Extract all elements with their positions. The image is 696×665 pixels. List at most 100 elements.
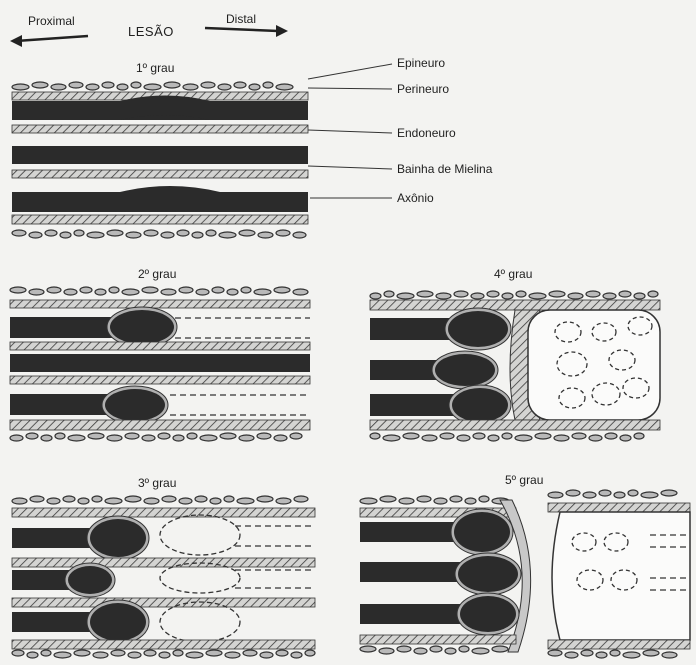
epineurium-cell (239, 230, 255, 236)
epineurium-cell (384, 291, 394, 297)
epineurium-cell (26, 433, 38, 439)
epineurium-cell (572, 433, 586, 439)
epineurium-cell (30, 496, 44, 502)
epineurium-cell (370, 293, 381, 299)
epineurium-cell (107, 230, 123, 236)
epineurium-cell (643, 650, 659, 656)
epineurium-cell (634, 293, 645, 299)
axon (10, 354, 310, 372)
epineurium-cell (173, 435, 184, 441)
epineurium-cell (459, 646, 469, 652)
grade5-panel (360, 490, 690, 658)
grade2-title: 2º grau (138, 267, 176, 281)
epineurium-cell (69, 82, 83, 88)
epineurium-cell (87, 232, 104, 238)
axon-bulb (90, 603, 146, 641)
epineurium-cell (27, 652, 38, 658)
epineurium-cell (399, 498, 414, 504)
epineurium-cell (45, 230, 57, 236)
epineurium-cell (122, 289, 139, 295)
epineurium-cell (450, 496, 462, 502)
epineurium-cell (257, 433, 271, 439)
epineurium-cell (294, 496, 308, 502)
epineurium-cell (92, 496, 102, 502)
epineurium-cell (529, 293, 546, 299)
epineurium-cell (628, 490, 638, 496)
perineurium-band (12, 170, 308, 178)
epineurium-cell (417, 291, 433, 297)
distal-label: Distal (226, 12, 256, 26)
epineurium-cell (487, 291, 499, 297)
epineurium-cell (218, 84, 231, 90)
perineurium-band (10, 376, 310, 384)
leader-myelin (308, 166, 392, 169)
epineurium-cell (440, 433, 454, 439)
epineurium-cell (29, 289, 44, 295)
epineurium-cell (164, 82, 180, 88)
epineurium-cell (201, 82, 215, 88)
epineurium-cell (10, 435, 23, 441)
epineurium-cell (634, 433, 644, 439)
epineurium-cell (161, 232, 174, 238)
epineurium-cell (492, 646, 508, 652)
axon (12, 146, 308, 164)
epineurium-cell (291, 652, 302, 658)
grade3-title: 3º grau (138, 476, 176, 490)
epineurium-cell (95, 289, 106, 295)
epineurium-cell (144, 650, 156, 656)
epineurium-cell (173, 650, 183, 656)
epineurium-cell (549, 291, 565, 297)
epineurium-cell (86, 84, 99, 90)
epineurium-cell (47, 287, 61, 293)
epineurium-cell (473, 433, 485, 439)
epineurium-cell (102, 82, 114, 88)
epineurium-cell (454, 291, 468, 297)
epineurium-cell (241, 287, 251, 293)
epineurium-cell (479, 496, 489, 502)
epineurium-cell (403, 433, 419, 439)
epineurium-label: Epineuro (397, 56, 445, 70)
epineurium-cell (111, 650, 125, 656)
endoneurium-label: Endoneuro (397, 126, 456, 140)
epineurium-cell (206, 230, 216, 236)
epineurium-cell (158, 433, 170, 439)
axon-bulb (105, 389, 165, 421)
perineurium-band (360, 635, 516, 644)
epineurium-cell (603, 293, 616, 299)
epineurium-cell (380, 496, 396, 502)
epineurium-cell (548, 650, 562, 656)
epineurium-cell (488, 435, 499, 441)
degenerated-axon-bulb (160, 602, 240, 642)
epineurium-cell (239, 435, 254, 441)
perineurium-band (548, 640, 690, 649)
perineurium-band (12, 640, 315, 649)
epineurium-cell (434, 498, 447, 504)
epineurium-cell (583, 492, 596, 498)
epineurium-cell (360, 498, 377, 504)
epineurium-cell (93, 652, 108, 658)
epineurium-cell (117, 84, 128, 90)
epineurium-cell (417, 496, 431, 502)
epineurium-cell (257, 496, 273, 502)
epineurium-cell (293, 232, 306, 238)
grade4-title: 4º grau (494, 267, 532, 281)
epineurium-cell (206, 650, 222, 656)
perineurium-band (10, 420, 310, 430)
epineurium-cell (227, 289, 238, 295)
epineurium-cell (305, 650, 315, 656)
epineurium-cell (623, 652, 640, 658)
grade3-panel (12, 496, 315, 658)
epineurium-cell (274, 435, 287, 441)
axon-bulb (452, 388, 508, 422)
epineurium-cell (234, 82, 246, 88)
proximal-arrow (10, 35, 88, 47)
epineurium-cell (397, 293, 414, 299)
epineurium-cell (535, 433, 551, 439)
perineurium-band (12, 125, 308, 133)
epineurium-cell (200, 435, 217, 441)
epineurium-cell (128, 652, 141, 658)
axon-label: Axônio (397, 191, 434, 205)
epineurium-cell (502, 433, 512, 439)
epineurium-cell (383, 435, 400, 441)
epineurium-cell (620, 435, 631, 441)
